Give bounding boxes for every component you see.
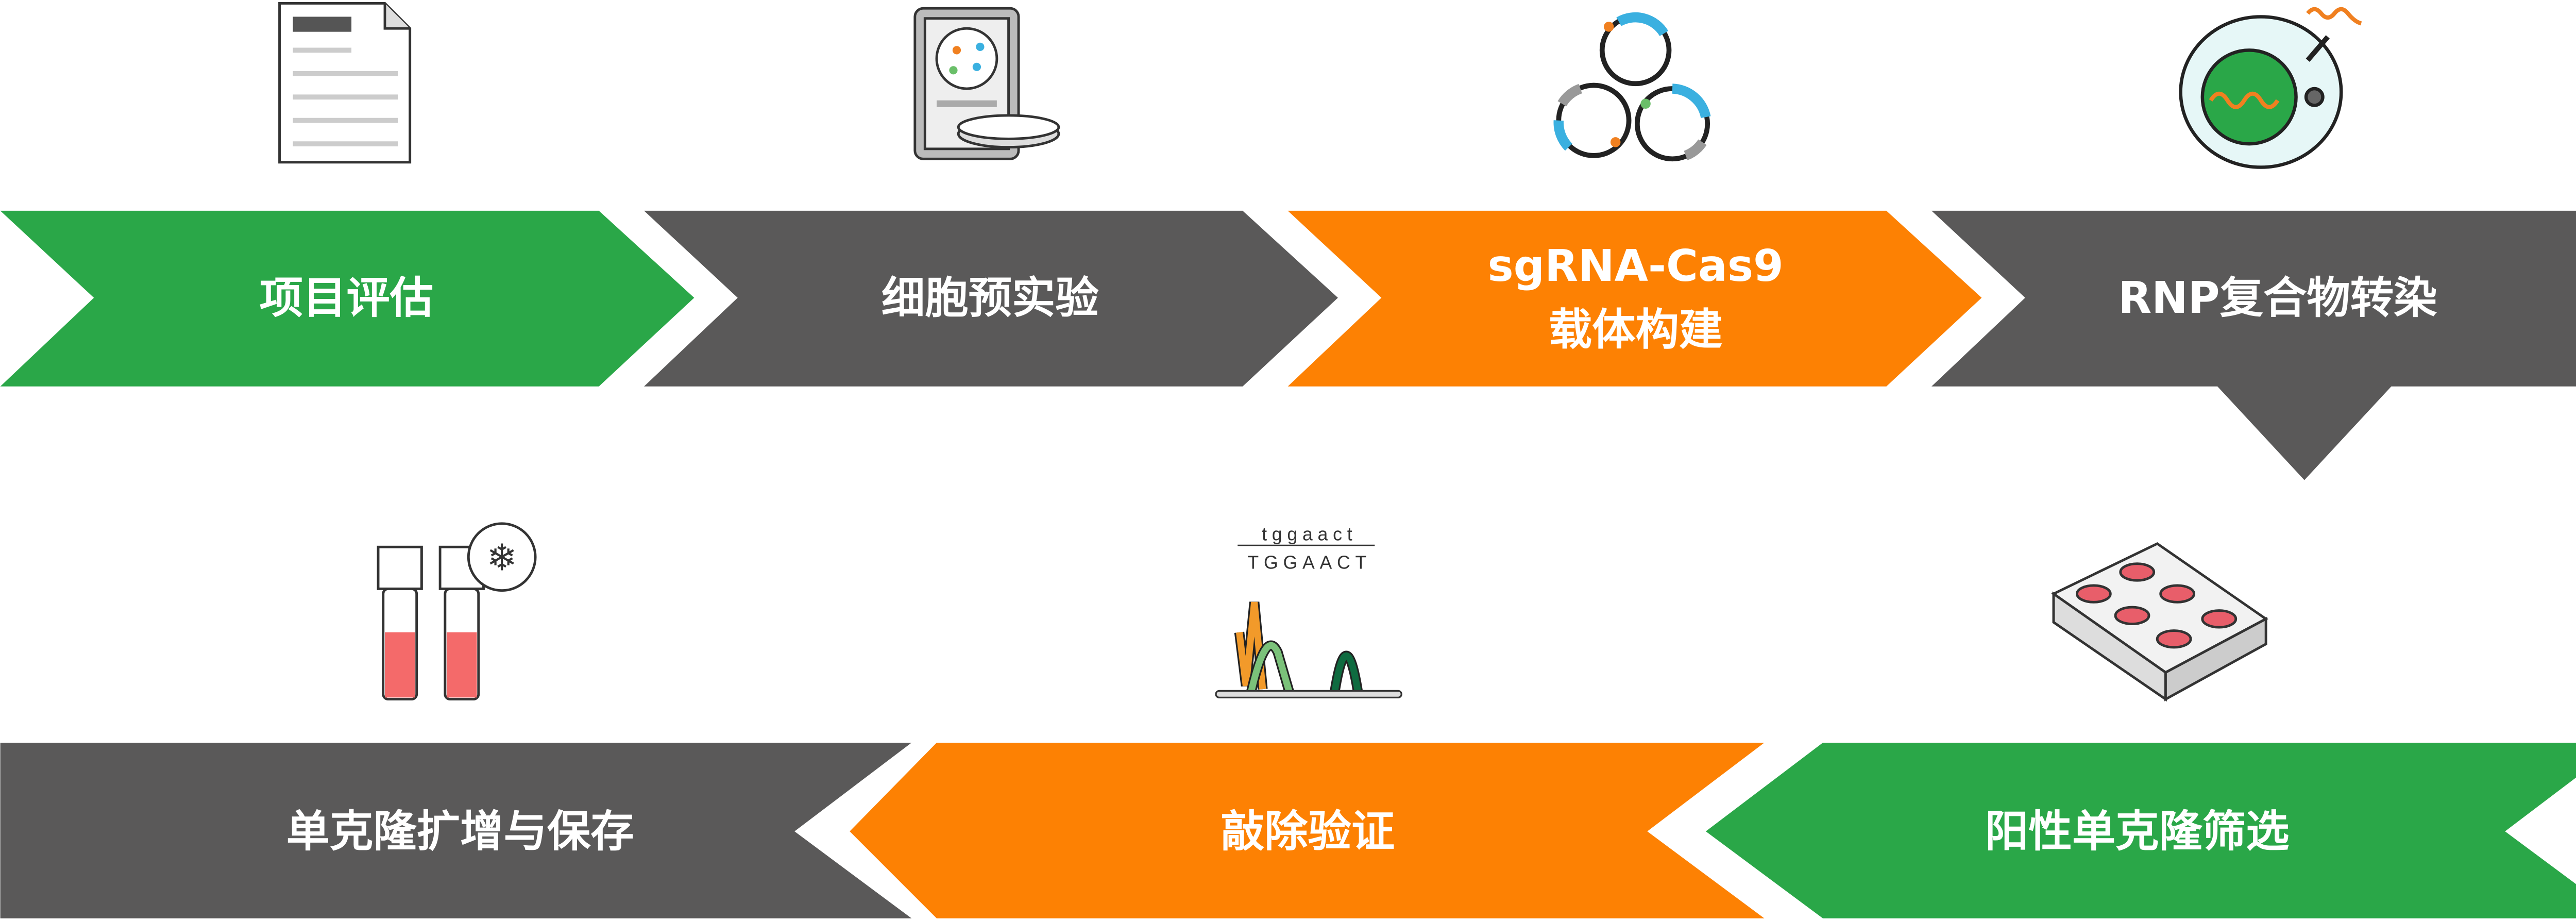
arrow-shape (1287, 210, 1982, 387)
step-vector-construction: sgRNA-Cas9 载体构建 (1287, 210, 1982, 387)
cell-culture-tablet-icon (913, 7, 1060, 160)
step-label: 细胞预实验 (882, 273, 1099, 323)
step-knockout-validation: 敲除验证 (850, 742, 1765, 918)
step-label: RNP复合物转染 (2118, 273, 2437, 323)
step-label: 敲除验证 (1221, 806, 1395, 857)
step-cell-pre-experiment: 细胞预实验 (644, 210, 1338, 387)
svg-text:❄: ❄ (486, 537, 517, 579)
step-label-line2: 载体构建 (1549, 305, 1723, 355)
sequence-lowercase: tggaact (1262, 524, 1357, 544)
step-label-line1: sgRNA-Cas9 (1487, 241, 1783, 291)
step-clone-expansion-storage: 单克隆扩增与保存 (0, 742, 912, 918)
plasmid-icon (1553, 12, 1711, 162)
step-label: 单克隆扩增与保存 (286, 806, 634, 857)
arrow-shape (0, 742, 912, 918)
step-rnp-transfection: RNP复合物转染 (1931, 210, 2576, 480)
arrow-shape (644, 210, 1338, 387)
cell-transfection-icon (2179, 7, 2362, 169)
document-icon (278, 2, 412, 164)
step-label: 项目评估 (260, 273, 434, 323)
step-project-evaluation: 项目评估 (0, 210, 694, 387)
arrow-shape (1931, 210, 2576, 480)
step-positive-clone-screening: 阳性单克隆筛选 (1705, 742, 2576, 918)
frozen-vials-icon: ❄ (377, 522, 537, 701)
arrow-shape (850, 742, 1765, 918)
arrow-shape (0, 210, 694, 387)
sequencing-chromatogram-icon: tggaact TGGAACT (1215, 524, 1402, 698)
sequence-uppercase: TGGAACT (1247, 552, 1371, 573)
well-plate-icon (2051, 542, 2268, 702)
arrow-shape (1705, 742, 2576, 918)
step-label: 阳性单克隆筛选 (1985, 806, 2290, 857)
